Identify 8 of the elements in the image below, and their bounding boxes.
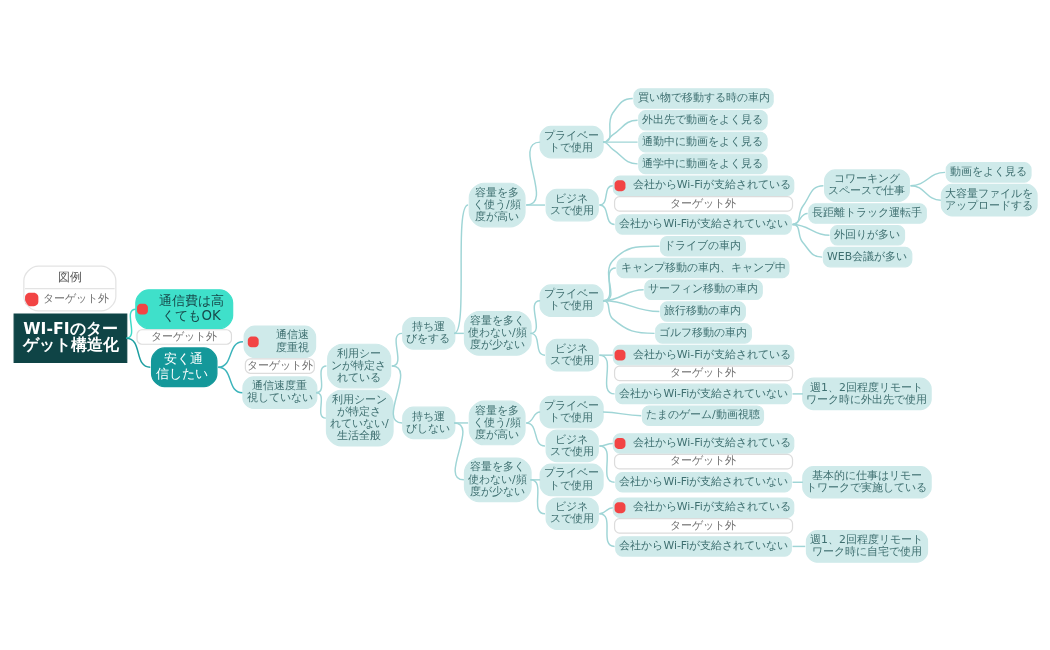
node-label: ターゲット外 (246, 358, 313, 372)
node-label: ターゲット外 (150, 329, 217, 343)
legend-label: ターゲット外 (43, 291, 110, 305)
node-label: ターゲット外 (670, 518, 737, 532)
node-label: ターゲット外 (670, 196, 737, 210)
label: 図例 (57, 269, 82, 284)
node-label: ターゲット外 (670, 365, 737, 379)
node-label: ターゲット外 (670, 453, 737, 467)
